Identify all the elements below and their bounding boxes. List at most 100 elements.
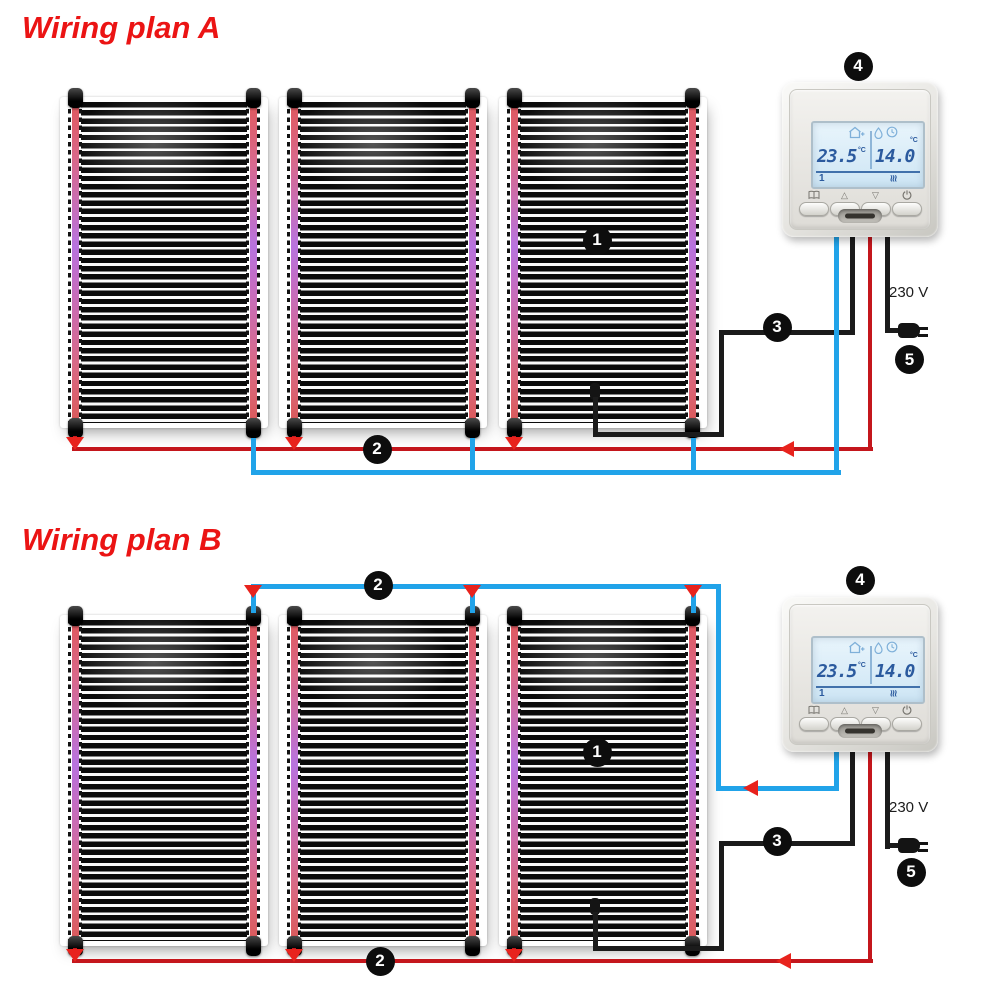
flow-arrow-down-icon <box>66 437 84 450</box>
copper-busbar-right <box>246 619 260 942</box>
heating-film-panel <box>499 88 707 438</box>
room-temp-unit: °C <box>858 662 866 669</box>
clamp-connector <box>68 606 83 626</box>
heating-wave-icon: ≋ <box>887 174 899 183</box>
clamp-connector <box>507 606 522 626</box>
home-mode-icon <box>849 641 865 654</box>
copper-busbar-left <box>68 619 82 942</box>
badge-thermostat: 4 <box>843 51 873 81</box>
film-sheen <box>279 97 487 428</box>
heating-film-panel <box>60 606 268 956</box>
sensor-wire <box>850 235 855 335</box>
film-sheen <box>60 97 268 428</box>
clamp-connector <box>465 88 480 108</box>
lcd-divider <box>870 646 872 684</box>
flow-arrow-left-icon <box>779 441 794 457</box>
slot-slit <box>845 728 875 734</box>
badge-sensor-cable: 3 <box>762 826 792 856</box>
neutral-wire-drop <box>469 588 475 613</box>
neutral-wire-bus <box>251 584 721 589</box>
set-temperature: 14.0 <box>875 661 915 682</box>
sensor-wire <box>593 912 598 950</box>
plug-prong <box>918 849 928 852</box>
clamp-connector <box>507 418 522 438</box>
neutral-wire-riser <box>716 584 721 790</box>
thermostat-device: 23.5 °C 14.0 °C 1 ≋ △ ▽ <box>782 597 938 752</box>
heating-wave-icon: ≋ <box>887 689 899 698</box>
neutral-wire-bus <box>251 470 841 475</box>
badge-plug: 5 <box>895 345 924 374</box>
film-sheen <box>499 97 707 428</box>
thermostat-slot <box>838 724 882 738</box>
plug-prong <box>918 842 928 845</box>
menu-button <box>798 202 829 216</box>
up-arrow-icon: △ <box>841 705 848 715</box>
film-sheen <box>279 615 487 946</box>
home-mode-icon <box>849 126 865 139</box>
clamp-connector <box>246 418 261 438</box>
clamp-connector <box>685 606 700 626</box>
flow-arrow-left-icon <box>776 953 791 969</box>
clock-icon <box>886 126 898 138</box>
copper-busbar-left <box>287 101 301 424</box>
live-wire-riser <box>868 237 872 449</box>
film-sheen <box>60 615 268 946</box>
mains-wire <box>885 328 900 333</box>
neutral-wire-drop <box>690 438 696 474</box>
clamp-connector <box>465 606 480 626</box>
clamp-connector <box>246 606 261 626</box>
flow-arrow-down-icon <box>285 437 303 450</box>
clamp-connector <box>246 936 261 956</box>
power-icon <box>902 705 911 715</box>
copper-busbar-left <box>507 101 521 424</box>
heating-film-panel <box>279 606 487 956</box>
heating-film-panel <box>279 88 487 438</box>
flow-arrow-down-icon <box>684 585 702 598</box>
flow-arrow-down-icon <box>66 949 84 962</box>
slot-slit <box>845 213 875 219</box>
film-stripes <box>81 620 247 941</box>
film-stripes <box>520 102 686 423</box>
flow-arrow-down-icon <box>463 585 481 598</box>
neutral-wire-riser <box>834 237 839 475</box>
menu-button <box>798 717 829 731</box>
up-arrow-icon: △ <box>841 190 848 200</box>
voltage-label: 230 V <box>889 799 929 816</box>
live-wire-bus <box>72 959 873 963</box>
thermostat-face: 23.5 °C 14.0 °C 1 ≋ △ ▽ <box>789 604 931 745</box>
clamp-connector <box>465 418 480 438</box>
lcd-baseline <box>816 171 920 173</box>
heating-film-panel <box>499 606 707 956</box>
program-number: 1 <box>819 688 825 699</box>
sensor-wire <box>593 946 724 951</box>
film-stripes <box>300 102 466 423</box>
power-plug-icon <box>898 838 920 853</box>
clamp-connector <box>287 606 302 626</box>
copper-busbar-right <box>465 619 479 942</box>
sensor-wire <box>719 330 724 437</box>
badge-heating-film: 1 <box>582 737 612 767</box>
mains-wire <box>885 235 890 333</box>
menu-book-icon <box>808 190 819 200</box>
clamp-connector <box>507 88 522 108</box>
plug-prong <box>918 334 928 337</box>
flow-arrow-down-icon <box>505 437 523 450</box>
mains-wire <box>885 843 900 848</box>
power-icon <box>902 190 911 200</box>
film-stripes <box>81 102 247 423</box>
sensor-wire <box>593 432 724 437</box>
manual-mode-icon <box>874 642 883 654</box>
heating-film-panel <box>60 88 268 438</box>
clamp-connector <box>246 88 261 108</box>
flow-arrow-down-icon <box>244 585 262 598</box>
thermostat-lcd: 23.5 °C 14.0 °C 1 ≋ <box>811 121 925 189</box>
program-number: 1 <box>819 173 825 184</box>
plan-b-title: Wiring plan B <box>22 522 222 557</box>
neutral-wire-drop <box>250 438 256 474</box>
thermostat-device: 23.5 °C 14.0 °C 1 ≋ △ ▽ <box>782 82 938 237</box>
neutral-wire-drop <box>469 438 475 474</box>
thermostat-face: 23.5 °C 14.0 °C 1 ≋ △ ▽ <box>789 89 931 230</box>
thermostat-slot <box>838 209 882 223</box>
copper-busbar-right <box>246 101 260 424</box>
badge-power-cable: 2 <box>363 570 393 600</box>
